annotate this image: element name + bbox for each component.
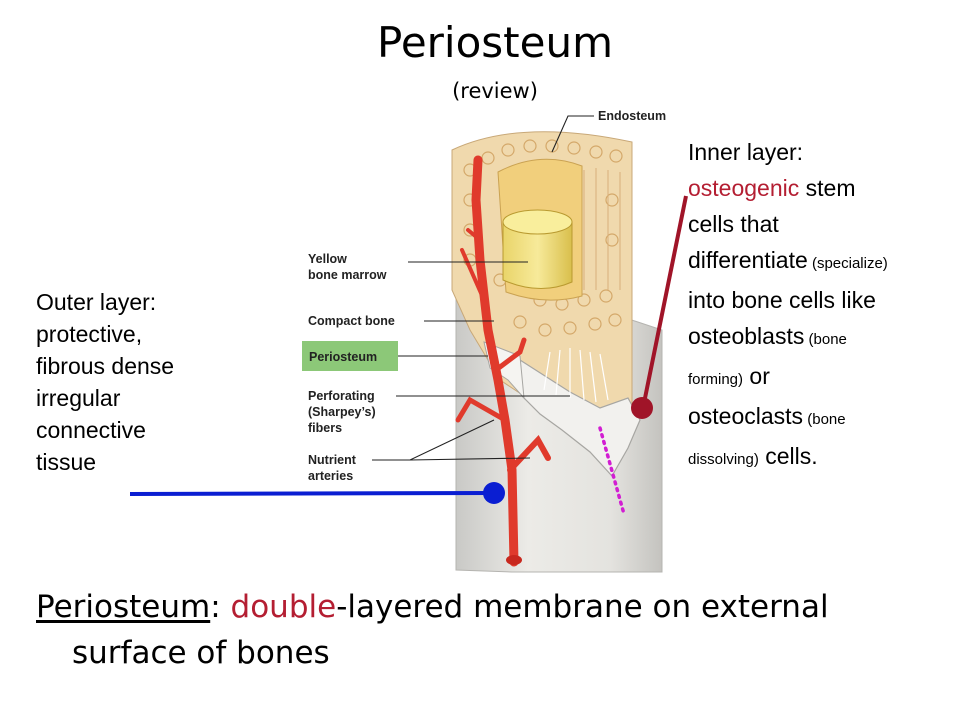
label-perforating-2: (Sharpey’s) [308, 405, 376, 419]
outer-layer-pointer [129, 491, 495, 496]
outer-line: protective, [36, 321, 143, 347]
definition-line-2: surface of bones [72, 635, 330, 671]
slide-subtitle: (review) [452, 79, 538, 103]
label-perforating-3: fibers [308, 421, 342, 435]
label-nutrient-2: arteries [308, 469, 353, 483]
double-term: double [230, 589, 337, 625]
slide-title: Periosteum [376, 18, 614, 67]
outer-line: connective [36, 417, 146, 443]
outer-line: irregular [36, 385, 121, 411]
label-compact-bone: Compact bone [308, 314, 395, 328]
sharpeys-fibers [543, 348, 609, 403]
inner-line-4: differentiate (specialize) [688, 247, 888, 273]
outer-layer-pointer-dot [483, 482, 505, 504]
osteon-pattern [463, 139, 623, 337]
label-yellow-marrow-2: bone marrow [308, 268, 387, 282]
inner-line-7: forming) or [688, 363, 770, 389]
label-perforating-1: Perforating [308, 389, 375, 403]
inner-line-2: osteogenic stem [688, 175, 856, 201]
inner-line-8: osteoclasts (bone [688, 403, 846, 429]
inner-line-1: Inner layer: [688, 139, 804, 165]
inner-layer-pointer [641, 195, 688, 409]
outer-layer-text: Outer layer: protective, fibrous dense i… [36, 286, 246, 478]
label-endosteum: Endosteum [598, 109, 666, 123]
periosteum-term: Periosteum [36, 589, 211, 625]
label-yellow-marrow-1: Yellow [308, 252, 347, 266]
osteogenic-term: osteogenic [688, 175, 800, 201]
nutrient-arteries [455, 155, 551, 567]
inner-layer-pointer-dot [631, 397, 653, 419]
outer-line: fibrous dense [36, 353, 175, 379]
dotted-pointer [598, 426, 626, 516]
inner-line-6: osteoblasts (bone [688, 323, 847, 349]
inner-line-9: dissolving) cells. [688, 443, 818, 469]
outer-line: tissue [36, 449, 97, 475]
label-periosteum: Periosteum [309, 350, 377, 364]
inner-line-5: into bone cells like [688, 287, 876, 313]
inner-line-3: cells that [688, 211, 779, 237]
label-nutrient-1: Nutrient [308, 453, 357, 467]
outer-line: Outer layer: [36, 289, 157, 315]
yellow-bone-marrow [502, 221, 573, 290]
definition-text: Periosteum: double-layered membrane on e… [36, 584, 951, 676]
periosteum-flap [519, 358, 641, 478]
inner-layer-text: Inner layer: osteogenic stem cells that … [688, 134, 960, 478]
periosteum-highlight [302, 341, 398, 371]
